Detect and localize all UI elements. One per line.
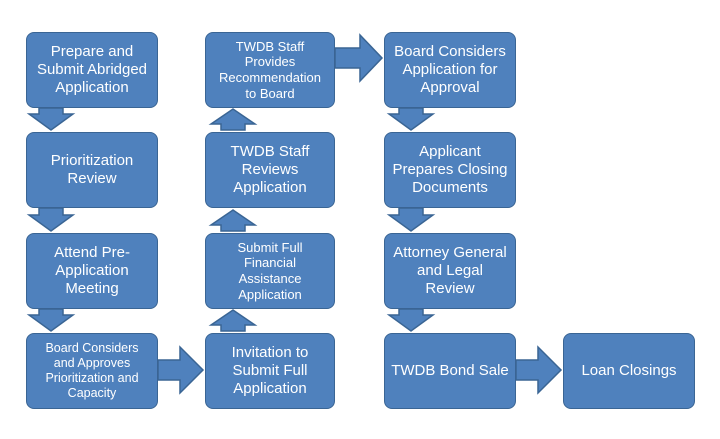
step-twdb-bond-sale: TWDB Bond Sale: [384, 333, 516, 409]
arrow-right-icon: [334, 33, 384, 83]
step-attorney-general-review: Attorney General and Legal Review: [384, 233, 516, 309]
step-label: Prepare and Submit Abridged Application: [36, 43, 148, 96]
arrow-down-icon: [26, 308, 76, 332]
arrow-up-icon: [208, 108, 258, 131]
step-submit-full-application: Submit Full Financial Assistance Applica…: [205, 233, 335, 309]
step-label: TWDB Staff Reviews Application: [230, 143, 310, 196]
step-staff-recommendation: TWDB Staff Provides Recommendation to Bo…: [205, 32, 335, 108]
arrow-down-icon: [386, 207, 436, 232]
step-prepare-abridged-application: Prepare and Submit Abridged Application: [26, 32, 158, 108]
step-loan-closings: Loan Closings: [563, 333, 695, 409]
arrow-right-icon: [515, 345, 563, 395]
step-label: Board Considers Application for Approval: [394, 43, 506, 96]
arrow-down-icon: [26, 207, 76, 232]
step-label: Submit Full Financial Assistance Applica…: [237, 239, 303, 302]
arrow-up-icon: [208, 209, 258, 232]
step-label: Attend Pre- Application Meeting: [54, 244, 130, 297]
step-attend-pre-application-meeting: Attend Pre- Application Meeting: [26, 233, 158, 309]
step-label: Invitation to Submit Full Application: [231, 344, 309, 397]
step-label: Loan Closings: [581, 362, 677, 379]
step-invitation-full-application: Invitation to Submit Full Application: [205, 333, 335, 409]
step-board-approves-prioritization: Board Considers and Approves Prioritizat…: [26, 333, 158, 409]
step-label: Prioritization Review: [50, 152, 134, 187]
arrow-down-icon: [386, 107, 436, 131]
step-label: Applicant Prepares Closing Documents: [392, 143, 508, 196]
step-applicant-prepares-closing: Applicant Prepares Closing Documents: [384, 132, 516, 208]
step-label: TWDB Staff Provides Recommendation to Bo…: [219, 38, 321, 101]
arrow-down-icon: [26, 107, 76, 131]
arrow-down-icon: [386, 308, 436, 332]
step-label: Attorney General and Legal Review: [393, 244, 507, 297]
step-label: TWDB Bond Sale: [391, 362, 509, 379]
step-board-considers-application: Board Considers Application for Approval: [384, 32, 516, 108]
step-prioritization-review: Prioritization Review: [26, 132, 158, 208]
arrow-up-icon: [208, 309, 258, 332]
arrow-right-icon: [157, 345, 205, 395]
step-label: Board Considers and Approves Prioritizat…: [45, 341, 139, 400]
step-staff-reviews-application: TWDB Staff Reviews Application: [205, 132, 335, 208]
